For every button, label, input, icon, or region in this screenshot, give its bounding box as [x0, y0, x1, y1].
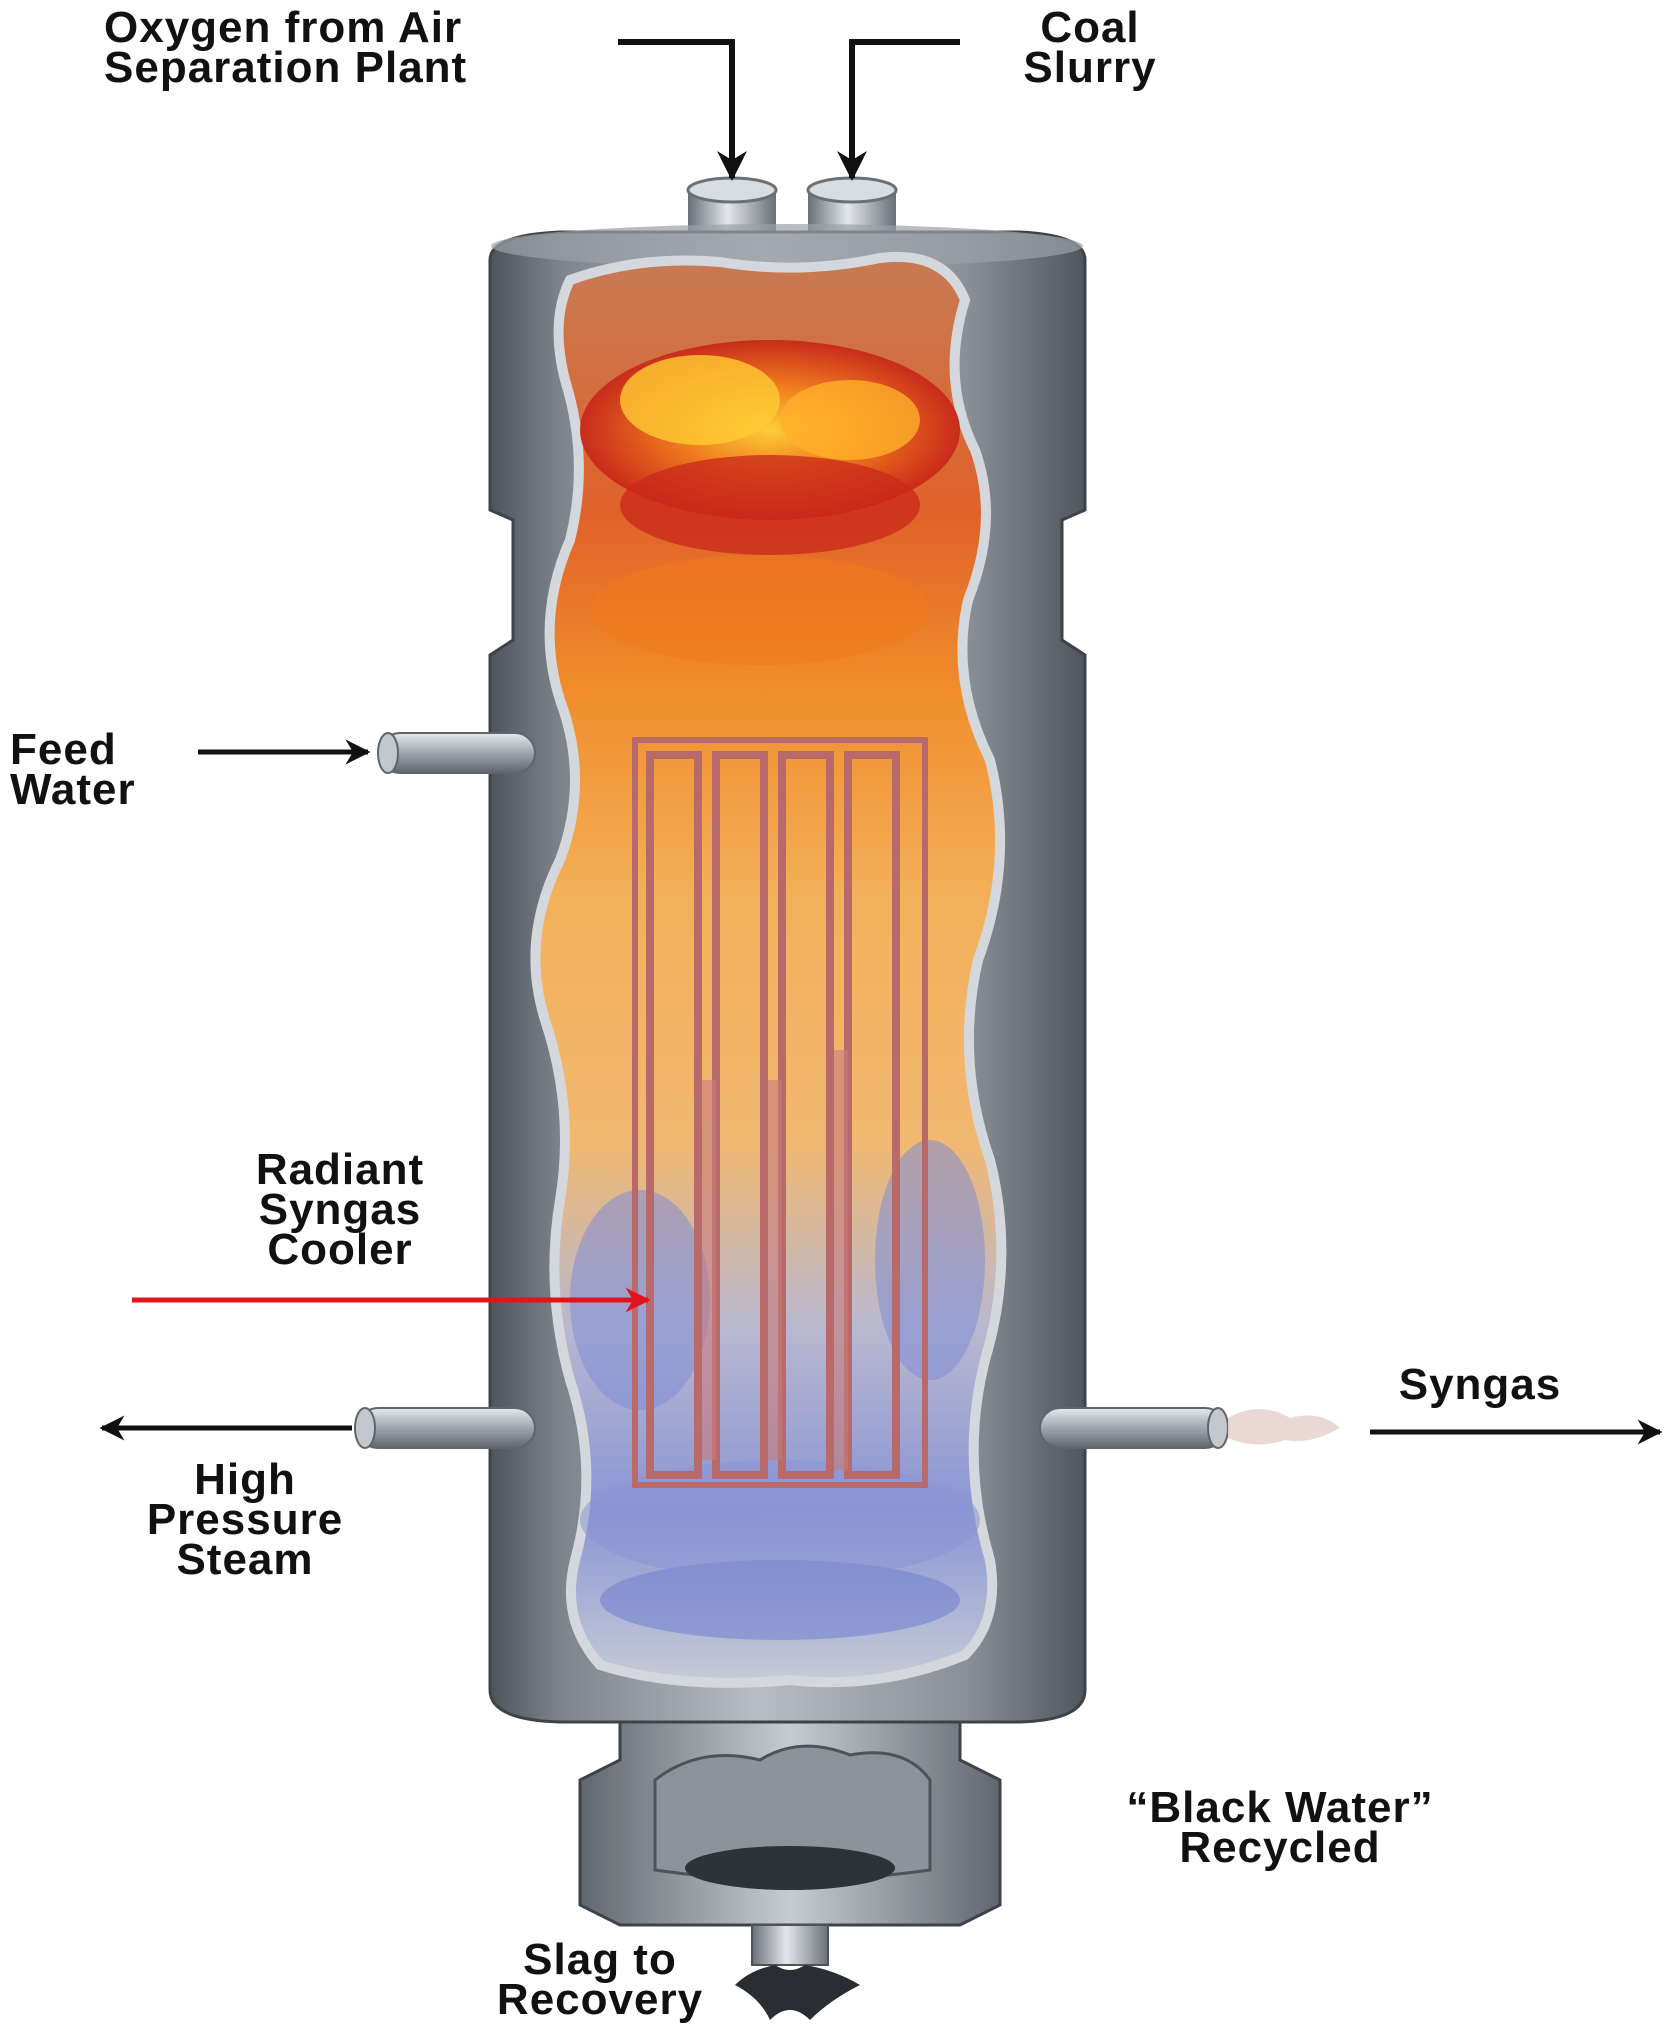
- cool-gas-region: [570, 1140, 985, 1640]
- steam-label-line-1: High: [194, 1455, 296, 1504]
- feed-water-label-line-2: Water: [10, 765, 136, 814]
- black-water-label-line-2: Recycled: [1179, 1823, 1381, 1872]
- feed-water-label-line-1: Feed: [10, 725, 117, 774]
- coal-slurry-label-line-2: Slurry: [1023, 43, 1157, 92]
- oxygen-label-line-2: Separation Plant: [104, 43, 468, 92]
- cooler-tube-highlights: [702, 1050, 848, 1470]
- radiant-syngas-cooler-label: Radiant Syngas Cooler: [190, 1145, 490, 1274]
- radiant-label-line-3: Cooler: [267, 1225, 413, 1274]
- slag-outlet: [735, 1924, 860, 2020]
- oxygen-label-line-1: Oxygen from Air: [104, 3, 463, 52]
- flame-zone: [580, 340, 960, 665]
- slag-label-line-2: Recovery: [496, 1975, 704, 2024]
- coal-slurry-arrow: [837, 39, 960, 181]
- steam-label-line-2: Pressure: [146, 1495, 344, 1544]
- syngas-outlet-pipe: [1039, 1407, 1340, 1449]
- oxygen-label: Oxygen from Air Separation Plant: [104, 3, 468, 92]
- steam-label-line-3: Steam: [176, 1535, 314, 1584]
- coal-slurry-label-line-1: Coal: [1040, 3, 1140, 52]
- coal-slurry-label: Coal Slurry: [975, 3, 1205, 92]
- syngas-label-line-1: Syngas: [1398, 1360, 1562, 1409]
- slag-label-line-1: Slag to: [523, 1935, 677, 1984]
- radiant-label-line-1: Radiant: [255, 1145, 425, 1194]
- black-water-label-line-1: “Black Water”: [1126, 1783, 1434, 1832]
- black-water-label: “Black Water” Recycled: [1060, 1783, 1500, 1872]
- black-water-quench-section: [578, 1720, 1002, 1927]
- oxygen-arrow: [618, 39, 747, 181]
- steam-pipe: [354, 1407, 536, 1449]
- feed-water-pipe: [377, 732, 536, 774]
- slag-label: Slag to Recovery: [450, 1935, 750, 2024]
- syngas-label: Syngas: [1360, 1360, 1600, 1409]
- feed-water-label: Feed Water: [10, 725, 136, 814]
- radiant-label-line-2: Syngas: [258, 1185, 422, 1234]
- high-pressure-steam-label: High Pressure Steam: [90, 1455, 400, 1584]
